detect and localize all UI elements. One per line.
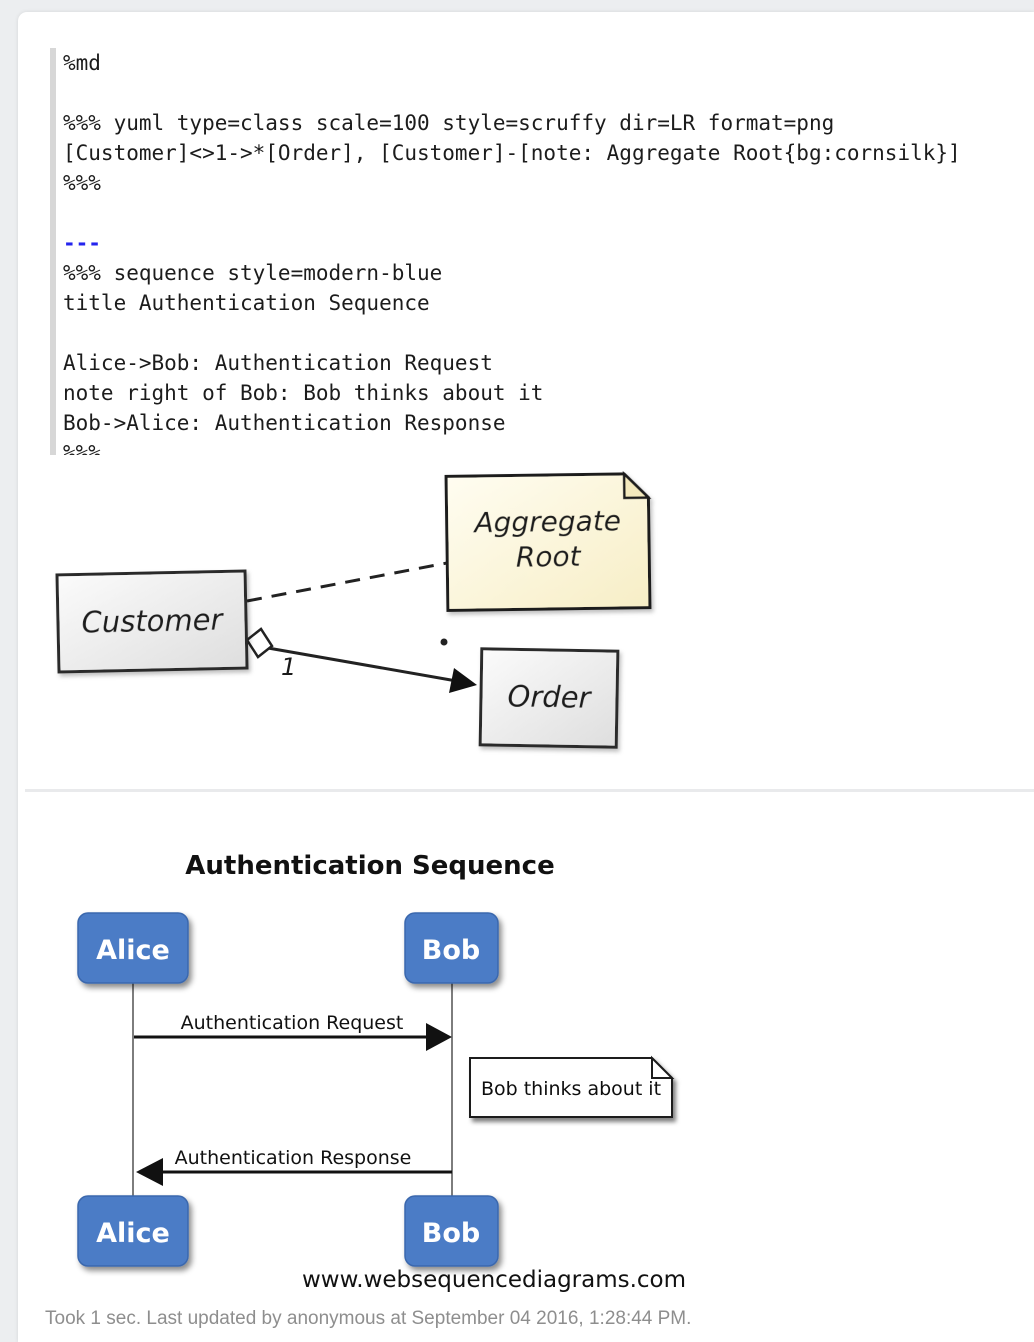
bob-actor-bottom: Bob bbox=[404, 1195, 499, 1267]
sequence-diagram-image: Authentication Sequence Authentication R… bbox=[77, 851, 686, 1293]
response-message-label: Authentication Response bbox=[175, 1147, 412, 1169]
alice-actor-bottom: Alice bbox=[77, 1195, 189, 1267]
yuml-class-diagram-image: 1 Aggregate Root Customer Order bbox=[55, 470, 652, 749]
order-class-box: Order bbox=[478, 647, 620, 749]
code-line: Alice->Bob: Authentication Request bbox=[63, 351, 493, 375]
bob-actor-top-label: Bob bbox=[422, 935, 480, 966]
alice-actor-top-rect bbox=[77, 912, 189, 984]
code-line: title Authentication Sequence bbox=[63, 291, 430, 315]
multiplicity-one-label: 1 bbox=[281, 653, 296, 681]
order-label: Order bbox=[507, 679, 593, 714]
alice-actor-bottom-rect bbox=[77, 1195, 189, 1267]
note-body bbox=[444, 472, 652, 612]
request-message-label: Authentication Request bbox=[181, 1012, 404, 1034]
alice-actor-bottom-label: Alice bbox=[96, 1218, 170, 1249]
code-line: %%% bbox=[63, 441, 101, 455]
note-folded-corner bbox=[622, 470, 652, 500]
markdown-hr-divider bbox=[25, 789, 1034, 792]
customer-box-rect bbox=[55, 569, 249, 674]
code-line bbox=[63, 318, 1013, 348]
aggregation-diamond bbox=[245, 627, 274, 659]
code-line: note right of Bob: Bob thinks about it bbox=[63, 381, 544, 405]
arrowhead-to-order bbox=[449, 668, 477, 693]
code-line: %%% sequence style=modern-blue bbox=[63, 261, 443, 285]
aggregate-root-note: Aggregate Root bbox=[444, 470, 652, 612]
bob-actor-bottom-rect bbox=[404, 1195, 499, 1267]
code-editor[interactable]: %md %%% yuml type=class scale=100 style=… bbox=[18, 48, 1018, 455]
code-line: %%% bbox=[63, 171, 101, 195]
multiplicity-many-asterisk bbox=[440, 638, 448, 646]
cell-status-text: Took 1 sec. Last updated by anonymous at… bbox=[45, 1308, 692, 1329]
code-line: [Customer]<>1->*[Order], [Customer]-[not… bbox=[63, 141, 961, 165]
cell-gutter-bar bbox=[50, 48, 56, 455]
order-box-rect bbox=[478, 647, 620, 749]
code-line: Bob->Alice: Authentication Response bbox=[63, 411, 506, 435]
notebook-cell-card: %md %%% yuml type=class scale=100 style=… bbox=[18, 12, 1034, 1342]
bob-note: Bob thinks about it bbox=[469, 1055, 675, 1118]
note-association-dashed-line bbox=[246, 561, 448, 603]
alice-actor-top: Alice bbox=[77, 912, 189, 984]
bob-note-body bbox=[469, 1057, 673, 1118]
note-label-line1: Aggregate bbox=[472, 504, 621, 539]
code-lines: %md %%% yuml type=class scale=100 style=… bbox=[63, 48, 1013, 455]
note-label-line2: Root bbox=[516, 540, 582, 574]
alice-actor-top-label: Alice bbox=[96, 935, 170, 966]
bob-actor-bottom-label: Bob bbox=[422, 1218, 480, 1249]
response-arrowhead bbox=[136, 1158, 163, 1186]
code-line-markdown-hr: --- bbox=[63, 231, 101, 255]
bob-actor-top: Bob bbox=[404, 912, 499, 984]
customer-label: Customer bbox=[81, 602, 225, 639]
request-arrowhead bbox=[426, 1023, 452, 1051]
bob-note-folded-corner bbox=[651, 1055, 675, 1079]
code-line bbox=[63, 78, 1013, 108]
sequence-title: Authentication Sequence bbox=[185, 851, 554, 881]
code-line: %%% yuml type=class scale=100 style=scru… bbox=[63, 111, 835, 135]
customer-class-box: Customer bbox=[55, 569, 249, 674]
code-line: %md bbox=[63, 51, 101, 75]
aggregation-line bbox=[267, 646, 469, 685]
websequencediagrams-watermark: www.websequencediagrams.com bbox=[302, 1267, 686, 1293]
code-line bbox=[63, 198, 1013, 228]
bob-note-label: Bob thinks about it bbox=[481, 1078, 661, 1100]
bob-actor-top-rect bbox=[404, 912, 499, 984]
